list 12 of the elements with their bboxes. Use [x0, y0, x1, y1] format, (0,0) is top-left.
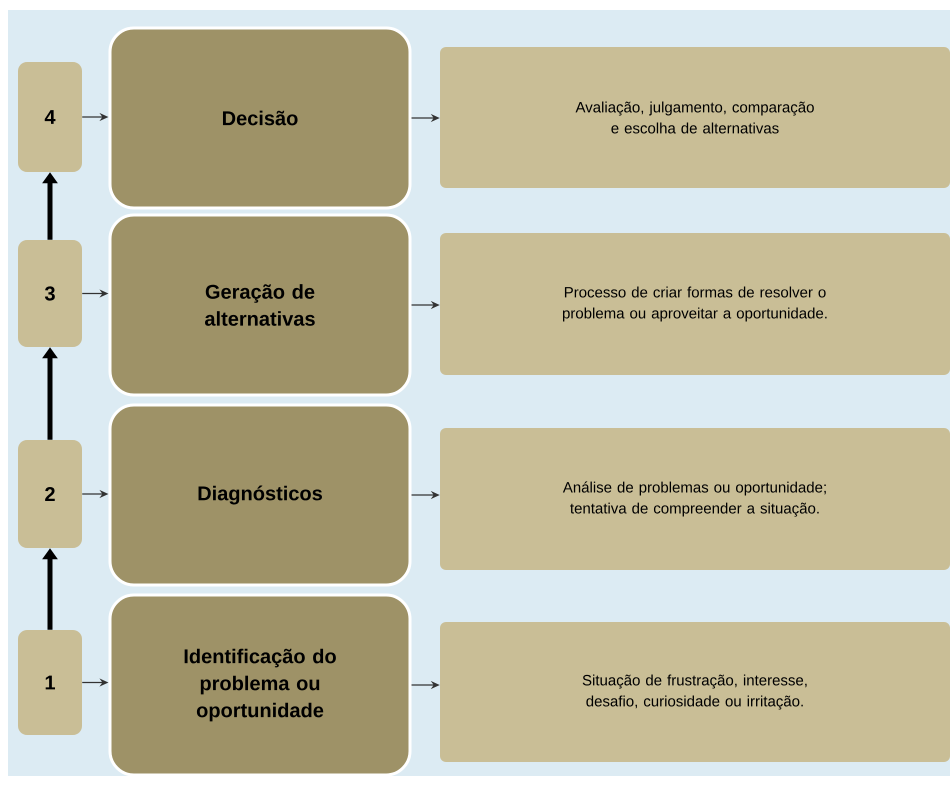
number-box: 4 [18, 62, 82, 172]
description-box: Processo de criar formas de resolver o problema ou aproveitar a oportunidade. [440, 233, 950, 375]
step-box: Decisão [108, 26, 412, 210]
description-box: Situação de frustração, interesse, desafio, curiosidade ou irritação. [440, 622, 950, 762]
number-box: 2 [18, 440, 82, 548]
step-box: Identificação do problema ou oportunidade [108, 594, 412, 776]
number-box: 3 [18, 240, 82, 347]
step-box: Geração de alternativas [108, 214, 412, 396]
step-box: Diagnósticos [108, 404, 412, 586]
number-box: 1 [18, 630, 82, 735]
description-box: Análise de problemas ou oportunidade; tentativa de compreender a situação. [440, 428, 950, 570]
description-box: Avaliação, julgamento, comparação e escolha de alternativas [440, 47, 950, 188]
